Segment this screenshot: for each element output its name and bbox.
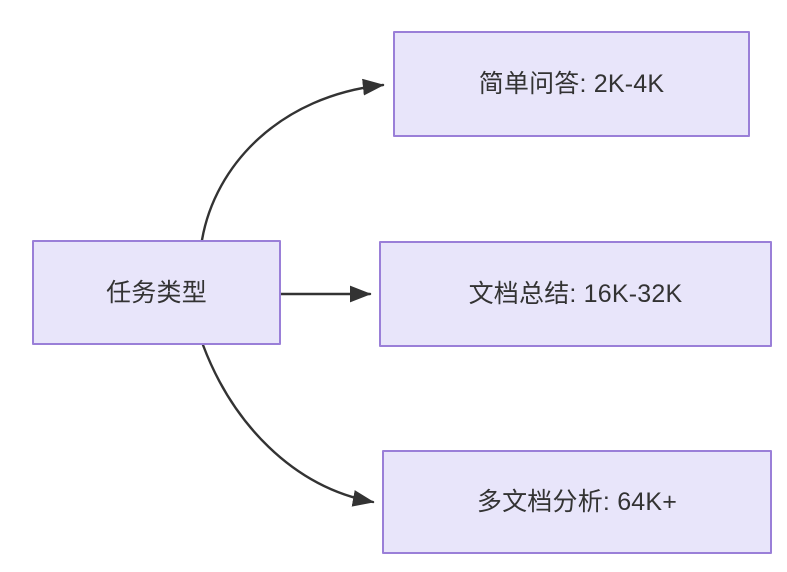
node-multi-document-analysis-label: 多文档分析: 64K+ [476, 488, 678, 516]
edge-root-to-simple [200, 78, 385, 242]
node-multi-document-analysis[interactable]: 多文档分析: 64K+ [382, 450, 772, 554]
node-document-summary[interactable]: 文档总结: 16K-32K [379, 241, 772, 347]
edge-root-to-multidoc [201, 343, 375, 507]
node-simple-qa-label: 简单问答: 2K-4K [478, 70, 665, 98]
node-document-summary-label: 文档总结: 16K-32K [468, 280, 683, 308]
node-simple-qa[interactable]: 简单问答: 2K-4K [393, 31, 750, 137]
node-task-type[interactable]: 任务类型 [32, 240, 281, 345]
node-task-type-label: 任务类型 [106, 278, 207, 307]
